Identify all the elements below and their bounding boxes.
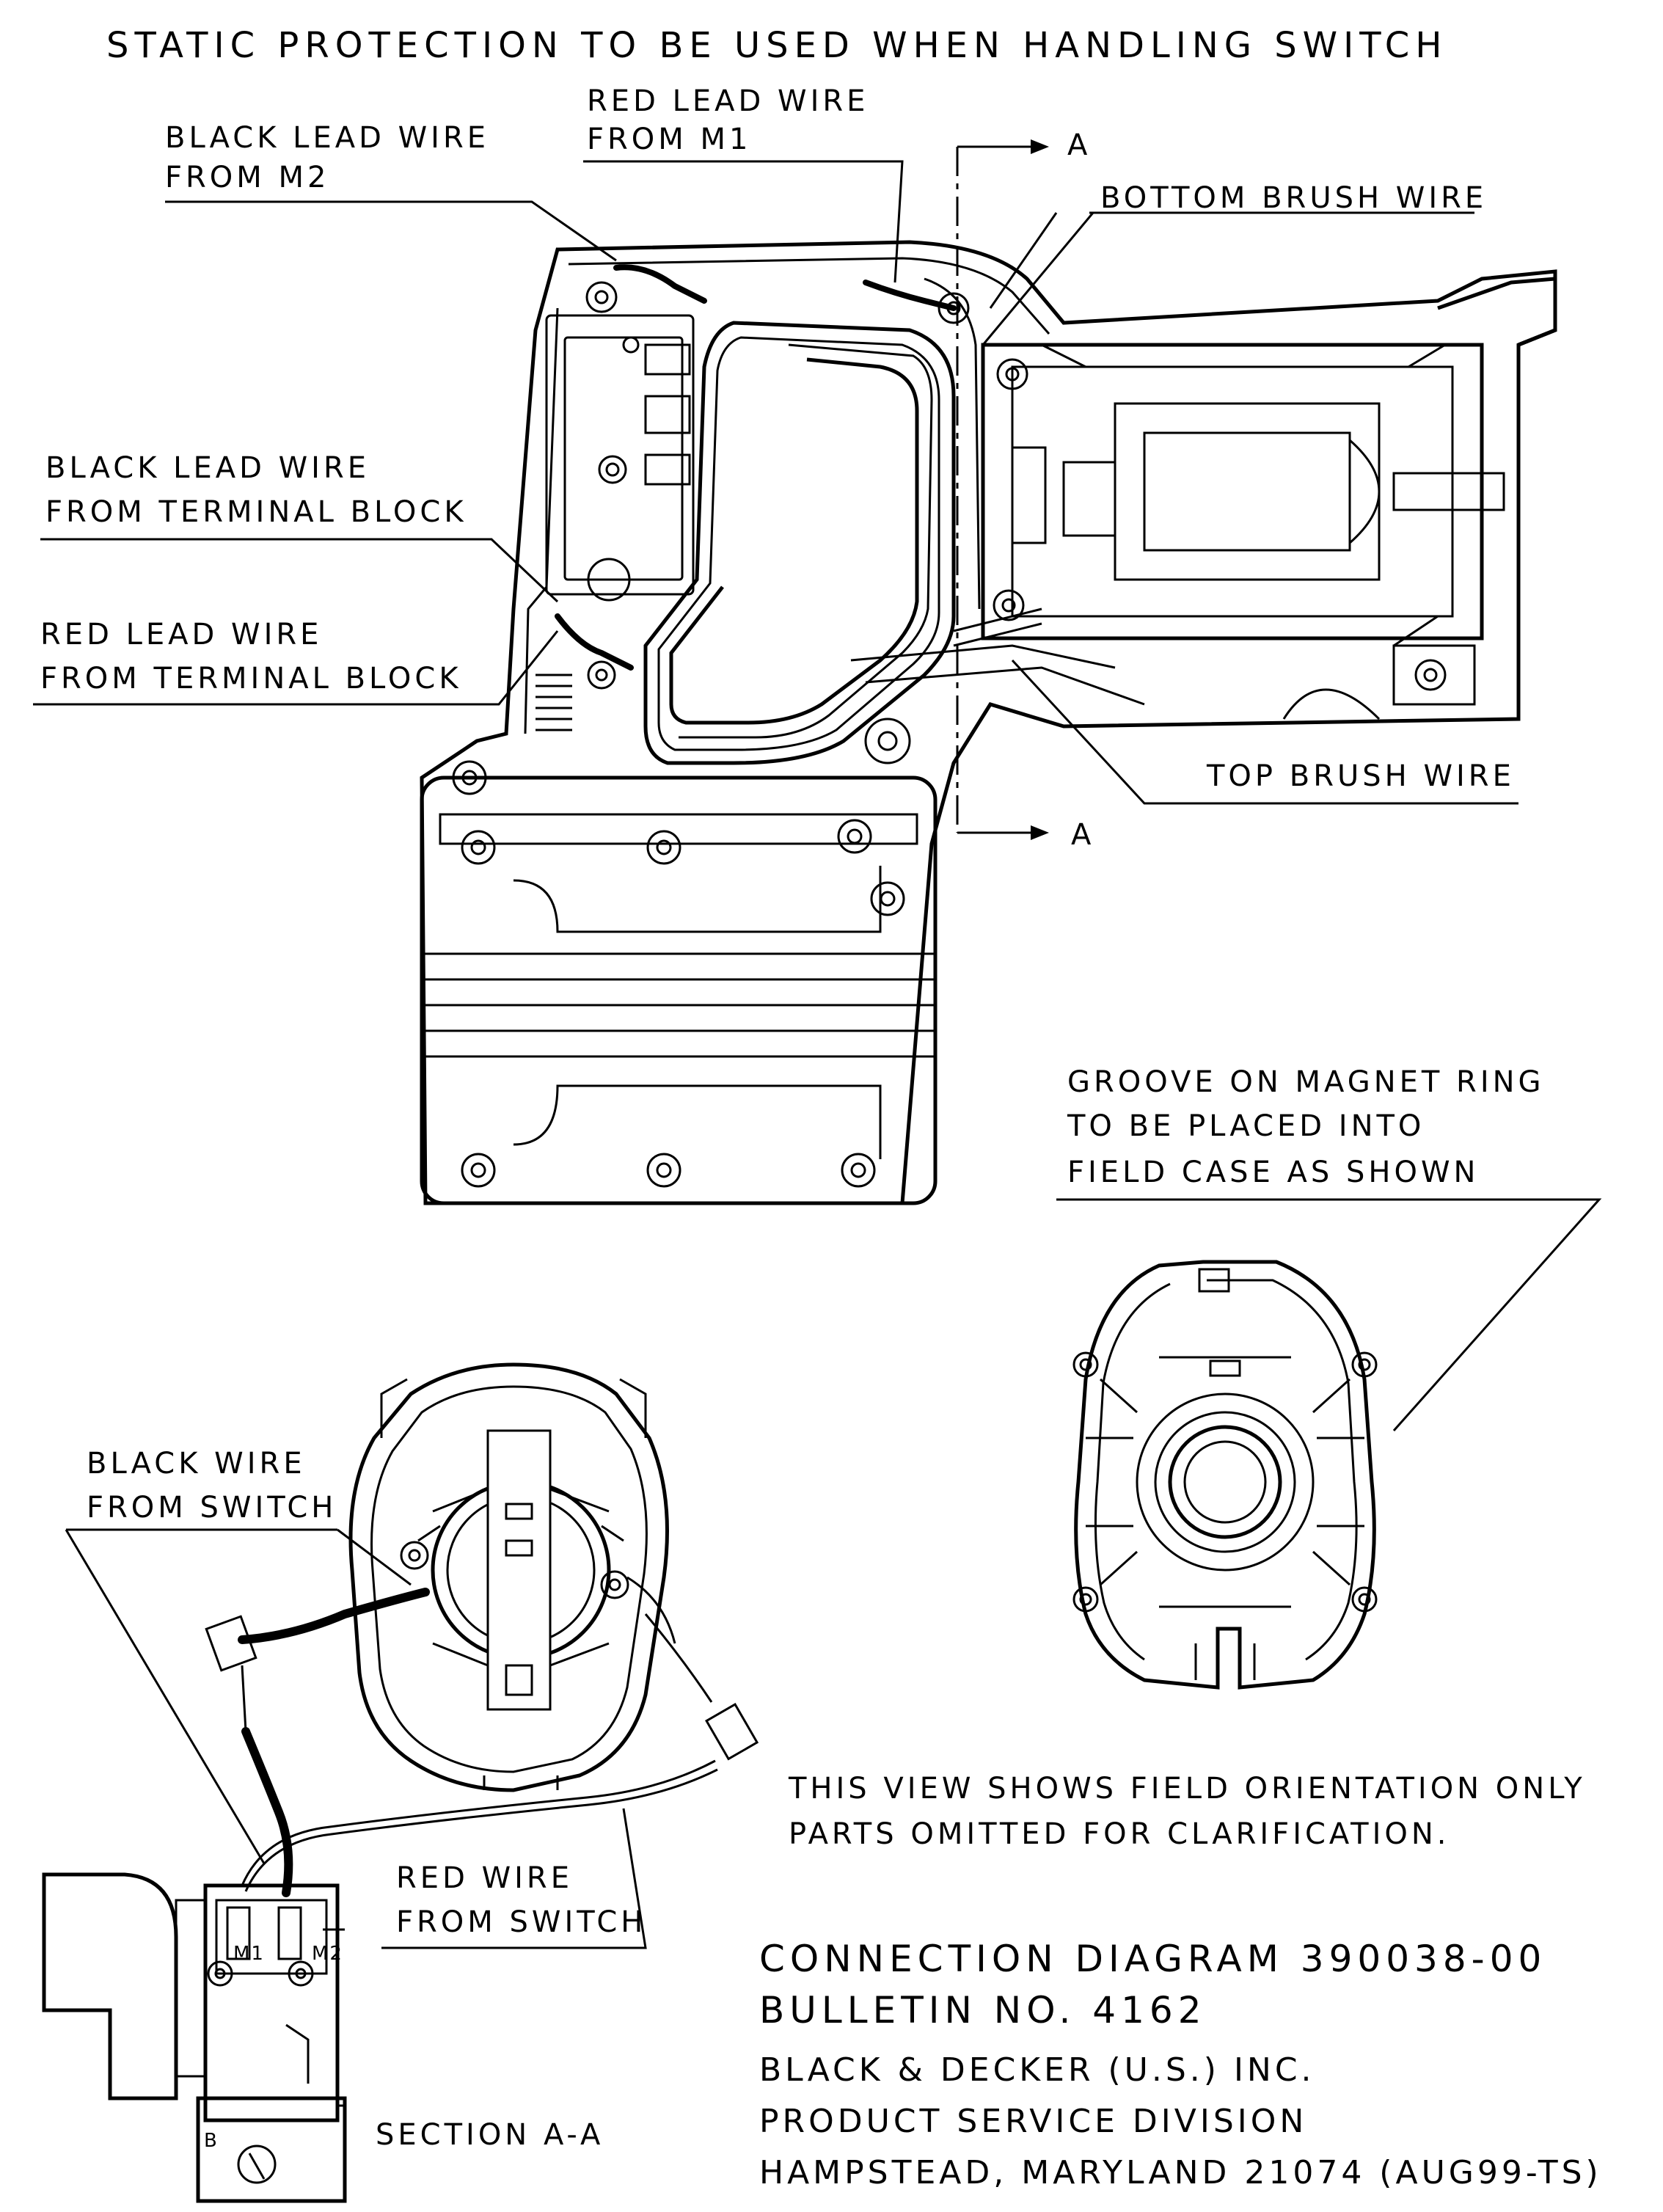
label-groove-line3: FIELD CASE AS SHOWN — [1067, 1156, 1480, 1189]
label-red-lead-tb-line1: RED LEAD WIRE — [40, 618, 323, 651]
label-field-note-line1: THIS VIEW SHOWS FIELD ORIENTATION ONLY — [789, 1772, 1586, 1806]
section-a-a-view — [205, 1362, 759, 1897]
top-view-leaders — [33, 160, 1602, 1431]
label-groove-line2: TO BE PLACED INTO — [1067, 1109, 1425, 1143]
label-red-wire-switch-line2: FROM SWITCH — [396, 1905, 647, 1939]
label-black-lead-m2-line1: BLACK LEAD WIRE — [165, 121, 490, 155]
label-black-wire-switch-line2: FROM SWITCH — [87, 1491, 337, 1525]
title-block-line2: BULLETIN NO. 4162 — [759, 1989, 1207, 2032]
label-red-lead-tb-line2: FROM TERMINAL BLOCK — [40, 662, 462, 696]
saw-housing-view — [420, 139, 1557, 1205]
label-black-lead-m2-line2: FROM M2 — [165, 161, 330, 194]
page-title: STATIC PROTECTION TO BE USED WHEN HANDLI… — [106, 25, 1448, 66]
title-block-line5: HAMPSTEAD, MARYLAND 21074 (AUG99-TS) — [759, 2154, 1602, 2191]
label-field-note-line2: PARTS OMITTED FOR CLARIFICATION. — [789, 1817, 1450, 1851]
label-red-lead-m1-line2: FROM M1 — [587, 123, 752, 156]
label-terminal-m2: M2 — [312, 1943, 343, 1965]
switch-body — [42, 1872, 347, 2203]
bottom-view-leaders — [65, 1528, 647, 1949]
label-terminal-b: B — [204, 2130, 219, 2152]
label-red-wire-switch-line1: RED WIRE — [396, 1861, 573, 1895]
label-bottom-brush-wire: BOTTOM BRUSH WIRE — [1100, 181, 1488, 215]
label-groove-line1: GROOVE ON MAGNET RING — [1067, 1065, 1545, 1099]
field-case-view — [1072, 1260, 1378, 1690]
label-section-a-a: SECTION A-A — [376, 2118, 604, 2152]
title-block-line3: BLACK & DECKER (U.S.) INC. — [759, 2051, 1315, 2089]
label-section-marker-top: A — [1067, 128, 1092, 162]
label-red-lead-m1-line1: RED LEAD WIRE — [587, 84, 869, 118]
label-black-lead-tb-line1: BLACK LEAD WIRE — [45, 451, 370, 485]
label-terminal-m1: M1 — [233, 1943, 265, 1965]
label-black-lead-tb-line2: FROM TERMINAL BLOCK — [45, 495, 467, 529]
title-block-line4: PRODUCT SERVICE DIVISION — [759, 2103, 1308, 2140]
label-black-wire-switch-line1: BLACK WIRE — [87, 1447, 306, 1481]
label-section-marker-bottom: A — [1071, 818, 1095, 852]
title-block-line1: CONNECTION DIAGRAM 390038-00 — [759, 1938, 1547, 1980]
label-top-brush-wire: TOP BRUSH WIRE — [1207, 759, 1515, 793]
